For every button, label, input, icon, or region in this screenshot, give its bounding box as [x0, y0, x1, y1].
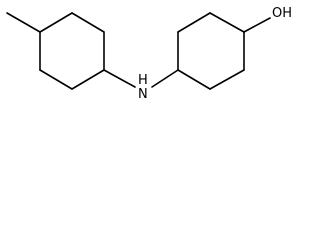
bond — [209, 69, 245, 90]
bond — [177, 69, 211, 90]
methyl-bond — [6, 12, 41, 33]
bond — [209, 12, 245, 33]
left-cyclohexane-ring — [39, 12, 105, 90]
carbon-nitrogen-bond-right — [151, 69, 179, 88]
hydroxyl-label: OH — [272, 6, 292, 21]
chemical-structure-diagram: H N OH — [6, 6, 292, 102]
bond — [71, 12, 105, 33]
bond — [71, 69, 105, 90]
bond — [39, 12, 73, 33]
right-cyclohexane-ring — [177, 12, 245, 90]
amine-nitrogen-label: N — [138, 87, 148, 102]
bond — [177, 12, 211, 33]
carbon-nitrogen-bond-left — [103, 69, 136, 88]
amine-hydrogen-label: H — [138, 73, 148, 88]
carbon-oxygen-bond — [243, 17, 271, 33]
bond — [39, 69, 73, 90]
